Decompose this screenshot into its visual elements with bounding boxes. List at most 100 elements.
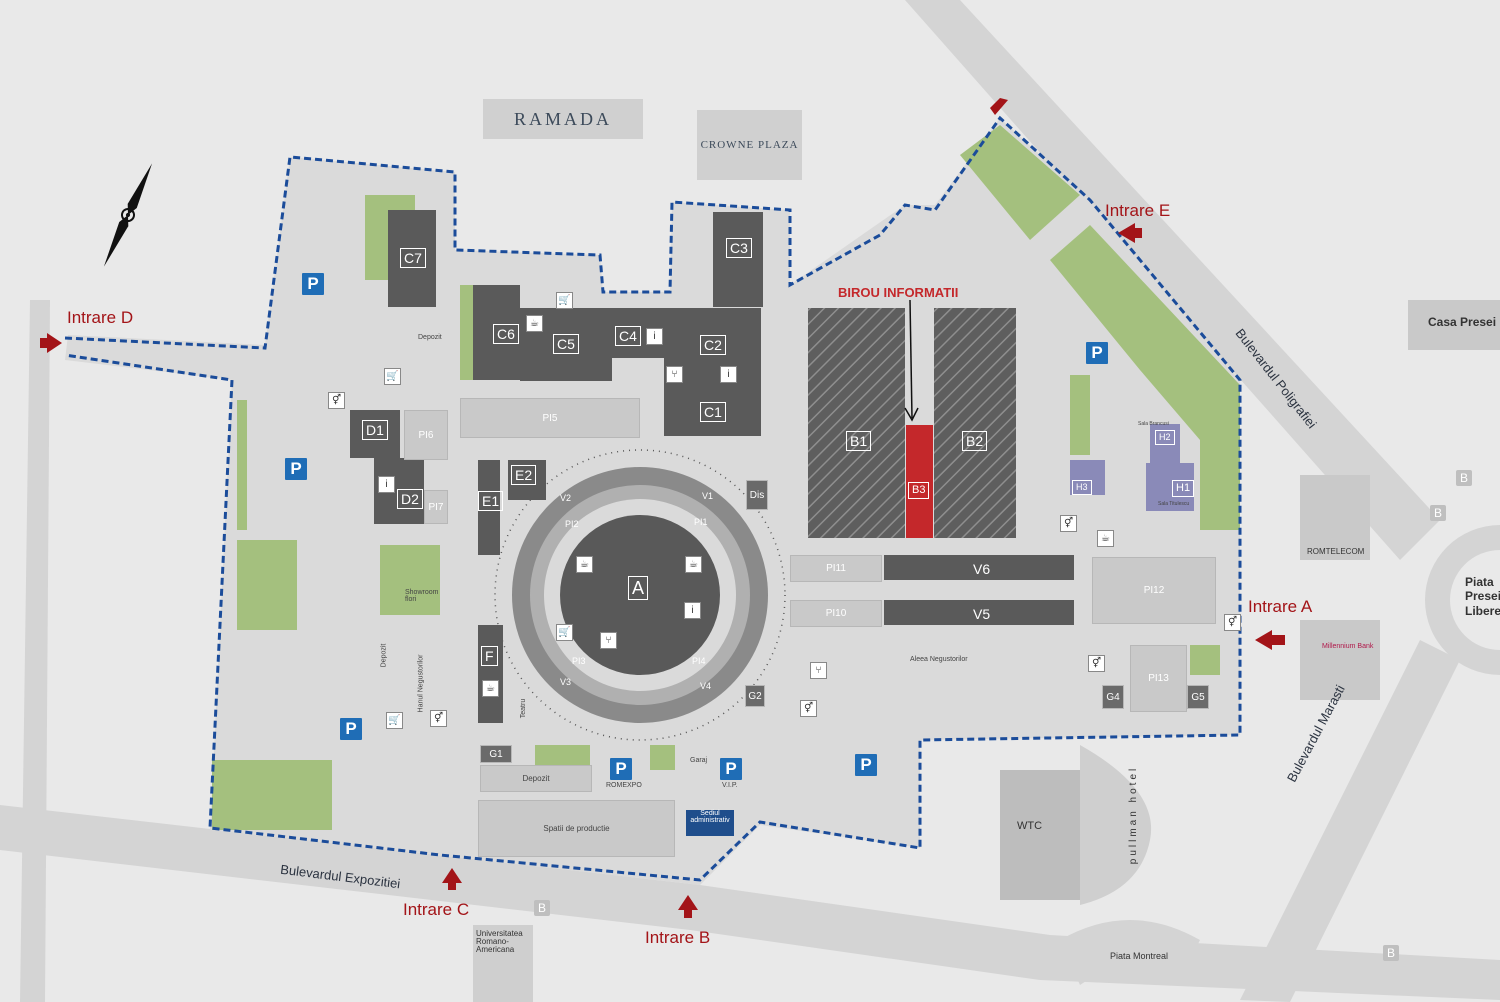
toilet-icon[interactable]: ⚥ (1224, 614, 1241, 631)
pavilion-h3-tag[interactable]: H3 (1072, 480, 1092, 495)
restaurant-icon[interactable]: ⑂ (666, 366, 683, 383)
info-office-label[interactable]: BIROU INFORMATII (838, 285, 959, 300)
toilet-icon[interactable]: ⚥ (1060, 515, 1077, 532)
pavilion-b2-tag[interactable]: B2 (962, 431, 988, 451)
pavilion-a-tag[interactable]: A (628, 576, 649, 600)
pavilion-pi12[interactable]: PI12 (1092, 557, 1216, 624)
toilet-icon[interactable]: ⚥ (800, 700, 817, 717)
shop-icon[interactable]: 🛒 (386, 712, 403, 729)
bus-stop-3[interactable]: B (534, 900, 550, 916)
cafe-icon[interactable]: ☕ (685, 556, 702, 573)
crowne-plaza-hotel: CROWNE PLAZA (697, 110, 802, 180)
ring-v2[interactable]: V2 (560, 493, 572, 503)
ring-v4[interactable]: V4 (700, 681, 712, 691)
building-f[interactable] (478, 625, 503, 723)
pavilion-pi5[interactable]: PI5 (460, 398, 640, 438)
pavilion-c2-tag[interactable]: C2 (700, 335, 726, 355)
pavilion-h1-tag[interactable]: H1 (1172, 480, 1195, 497)
pavilion-c4-tag[interactable]: C4 (615, 326, 641, 346)
info-icon[interactable]: i (684, 602, 701, 619)
restaurant-icon[interactable]: ⑂ (810, 662, 827, 679)
pavilion-b1-tag[interactable]: B1 (846, 431, 872, 451)
parking-nw[interactable]: P (302, 273, 324, 295)
sediul-label[interactable]: Sediul administrativ (686, 810, 734, 836)
parking-sw[interactable]: P (340, 718, 362, 740)
bus-stop-1[interactable]: B (1456, 470, 1472, 486)
info-icon[interactable]: i (378, 476, 395, 493)
entrance-a-label[interactable]: Intrare A (1248, 597, 1313, 616)
pavilion-c5-tag[interactable]: C5 (553, 334, 579, 354)
pavilion-c3-tag[interactable]: C3 (726, 238, 752, 258)
ring-pi2[interactable]: PI2 (565, 519, 579, 529)
bus-stop-2[interactable]: B (1430, 505, 1446, 521)
building-c3[interactable] (713, 212, 763, 307)
pavilion-c7-tag[interactable]: C7 (400, 248, 426, 268)
shop-icon[interactable]: 🛒 (384, 368, 401, 385)
pavilion-c1-tag[interactable]: C1 (700, 402, 726, 422)
building-v5[interactable] (884, 600, 1074, 625)
univ-block (473, 925, 533, 1002)
building-h1[interactable] (1146, 463, 1194, 511)
ring-v3[interactable]: V3 (560, 677, 572, 687)
ring-pi4[interactable]: PI4 (692, 656, 706, 666)
entrance-b-label[interactable]: Intrare B (645, 928, 711, 947)
pavilion-v5-tag[interactable]: V5 (973, 606, 991, 622)
cafe-icon[interactable]: ☕ (576, 556, 593, 573)
pavilion-pi7[interactable]: PI7 (424, 490, 448, 524)
depozit-south[interactable]: Depozit (480, 765, 592, 792)
cafe-icon[interactable]: ☕ (1097, 530, 1114, 547)
spatii-productie[interactable]: Spatii de productie (478, 800, 675, 857)
building-v6[interactable] (884, 555, 1074, 580)
road-presei-label: Piata Presei Libere (1465, 575, 1500, 618)
cafe-icon[interactable]: ☕ (526, 315, 543, 332)
pavilion-v6-tag[interactable]: V6 (973, 561, 991, 577)
building-e1[interactable] (478, 460, 500, 555)
shop-icon[interactable]: 🛒 (556, 292, 573, 309)
info-icon[interactable]: i (720, 366, 737, 383)
entrance-c-label[interactable]: Intrare C (403, 900, 470, 919)
pavilion-c6-tag[interactable]: C6 (493, 324, 519, 344)
building-c7[interactable] (388, 210, 436, 307)
info-icon[interactable]: i (646, 328, 663, 345)
pavilion-pi10[interactable]: PI10 (790, 600, 882, 627)
building-e2[interactable] (508, 460, 546, 500)
building-c6[interactable] (473, 285, 520, 380)
pavilion-d2-tag[interactable]: D2 (397, 489, 423, 509)
parking-e[interactable]: P (1086, 342, 1108, 364)
restaurant-icon[interactable]: ⑂ (600, 632, 617, 649)
pavilion-d1-tag[interactable]: D1 (362, 420, 388, 440)
ring-pi3[interactable]: PI3 (572, 656, 586, 666)
arrow-a (1255, 630, 1285, 650)
building-d1[interactable] (350, 410, 400, 458)
pavilion-f-tag[interactable]: F (481, 646, 498, 666)
toilet-icon[interactable]: ⚥ (328, 392, 345, 409)
pavilion-pi13[interactable]: PI13 (1130, 645, 1187, 712)
toilet-icon[interactable]: ⚥ (430, 710, 447, 727)
ring-v1[interactable]: V1 (702, 491, 714, 501)
entrance-d-label[interactable]: Intrare D (67, 308, 134, 327)
bus-stop-4[interactable]: B (1383, 945, 1399, 961)
entrance-e-label[interactable]: Intrare E (1105, 201, 1171, 220)
cafe-icon[interactable]: ☕ (482, 680, 499, 697)
parking-vip[interactable]: P (720, 758, 742, 780)
depozit-west: Depozit (380, 643, 388, 668)
parking-s[interactable]: P (855, 754, 877, 776)
parking-romexpo[interactable]: P (610, 758, 632, 780)
pavilion-g2[interactable]: G2 (745, 685, 765, 707)
pavilion-h2-tag[interactable]: H2 (1155, 430, 1175, 445)
parking-w[interactable]: P (285, 458, 307, 480)
pavilion-g5[interactable]: G5 (1187, 685, 1209, 709)
pavilion-g1[interactable]: G1 (480, 745, 512, 763)
shop-icon[interactable]: 🛒 (556, 624, 573, 641)
pavilion-pi11[interactable]: PI11 (790, 555, 882, 582)
pavilion-dis[interactable]: Dis (746, 480, 768, 510)
building-h3[interactable] (1070, 460, 1105, 495)
toilet-icon[interactable]: ⚥ (1088, 655, 1105, 672)
pavilion-b3-tag[interactable]: B3 (908, 482, 930, 499)
pavilion-e1-tag[interactable]: E1 (478, 491, 504, 511)
ring-pi1[interactable]: PI1 (694, 517, 708, 527)
pavilion-g4[interactable]: G4 (1102, 685, 1124, 709)
building-c1[interactable] (664, 388, 761, 436)
pavilion-pi6[interactable]: PI6 (404, 410, 448, 460)
pavilion-e2-tag[interactable]: E2 (511, 465, 537, 485)
